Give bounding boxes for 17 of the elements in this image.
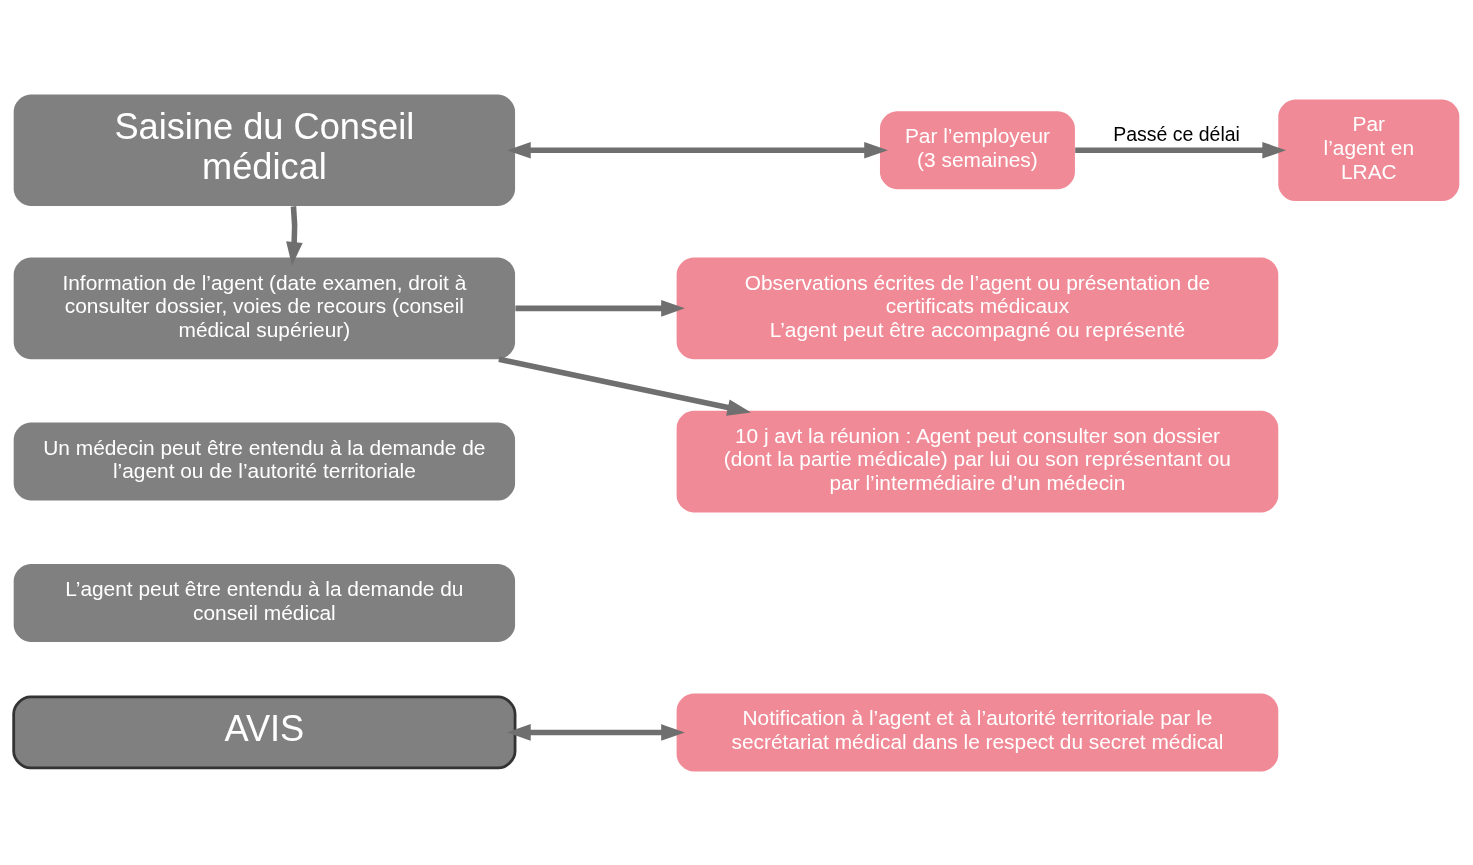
node-box: AVIS xyxy=(12,695,517,769)
node-box: Un médecin peut être entendu à la demande de l’agent ou de l’autorité territoriale xyxy=(13,422,516,501)
arrow xyxy=(498,355,752,416)
arrow xyxy=(286,205,303,266)
node-box: 10 j avt la réunion : Agent peut consulter son dossier (dont la partie médicale) par lui ou son représentant ou par l’intermédiaire d’un médecin xyxy=(676,410,1279,512)
node-box: Observations écrites de l’agent ou présentation de certificats médicaux L’agent peut être accompagné ou représenté xyxy=(676,257,1279,359)
node-box: L’agent peut être entendu à la demande du conseil médical xyxy=(13,563,516,642)
node-box: Information de l’agent (date examen, droit à consulter dossier, voies de recours (conseil médical supérieur) xyxy=(13,257,516,359)
arrow xyxy=(507,141,888,159)
node-box: Par l’employeur (3 semaines) xyxy=(879,110,1075,189)
edge-label: Passé ce délai xyxy=(1113,122,1240,145)
arrow xyxy=(1075,141,1287,159)
node-box: Saisine du Conseil médical xyxy=(13,94,516,206)
arrow xyxy=(515,299,685,317)
node-box: Notification à l’agent et à l’autorité territoriale par le secrétariat médical dans le respect du secret médical xyxy=(676,692,1279,771)
node-box: Par l’agent en LRAC xyxy=(1278,98,1460,201)
arrow xyxy=(506,723,685,741)
